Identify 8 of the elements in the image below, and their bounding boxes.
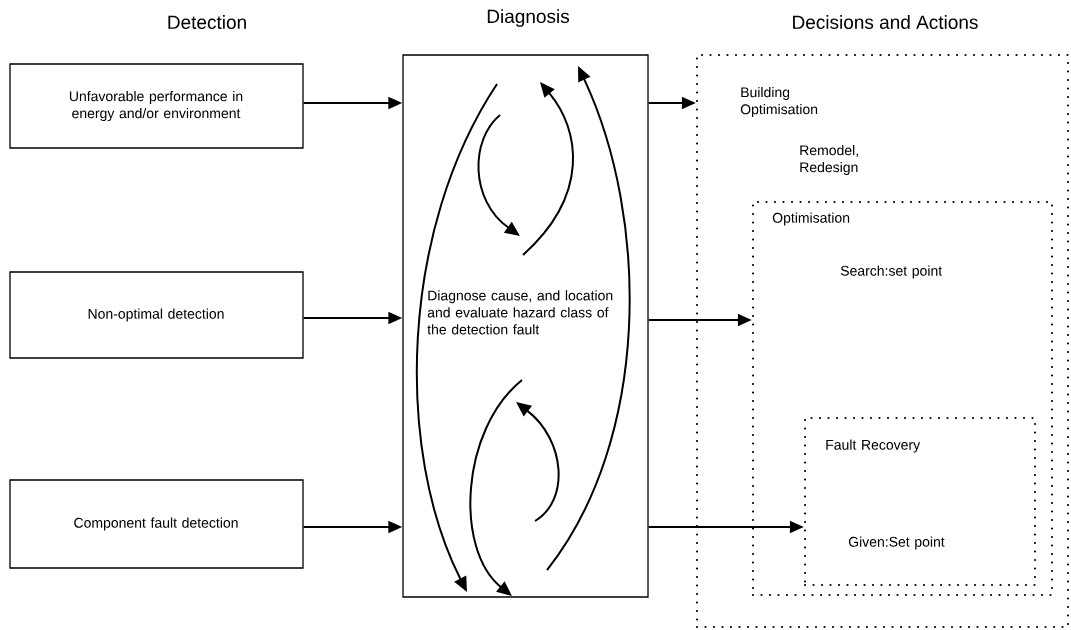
column-heading: Decisions and Actions: [793, 15, 978, 29]
process-box: Diagnose cause, and location and evaluate hazard class of the detection fault: [402, 54, 649, 598]
column-heading: Detection: [168, 15, 246, 29]
process-box: Component fault detection: [9, 479, 304, 569]
dotted-region: Fault Recovery Given:Set point: [803, 416, 1037, 587]
column-heading: Diagnosis: [487, 9, 569, 27]
process-box: Non-optimal detection: [9, 271, 304, 359]
process-box: Unfavorable performance in energy and/or environment: [9, 63, 304, 149]
